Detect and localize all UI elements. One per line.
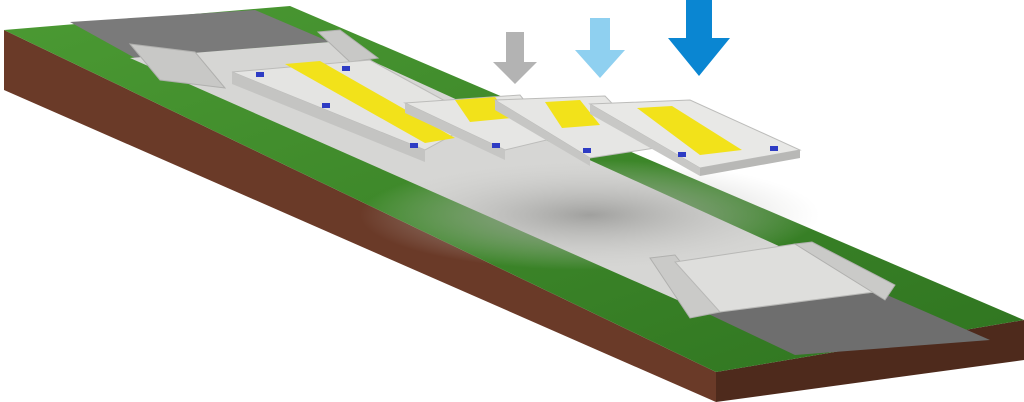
marker: [322, 103, 330, 108]
blue-down-arrow-icon: [668, 0, 730, 76]
asphalt-road-near: [700, 292, 990, 355]
marker: [256, 72, 264, 77]
gray-down-arrow-icon: [493, 32, 537, 84]
marker: [678, 152, 686, 157]
marker: [583, 148, 591, 153]
deck-module-4: [588, 99, 802, 176]
light-blue-down-arrow-icon: [575, 18, 625, 78]
marker: [342, 66, 350, 71]
marker: [410, 143, 418, 148]
marker: [492, 143, 500, 148]
deck-shadow: [360, 160, 820, 270]
deck-module-1: [231, 59, 482, 162]
marker: [770, 146, 778, 151]
ramp-near-right: [793, 241, 896, 301]
ramp-far-left: [128, 43, 227, 89]
ramp-far-right: [316, 29, 380, 63]
soil-front-face: [4, 30, 716, 402]
